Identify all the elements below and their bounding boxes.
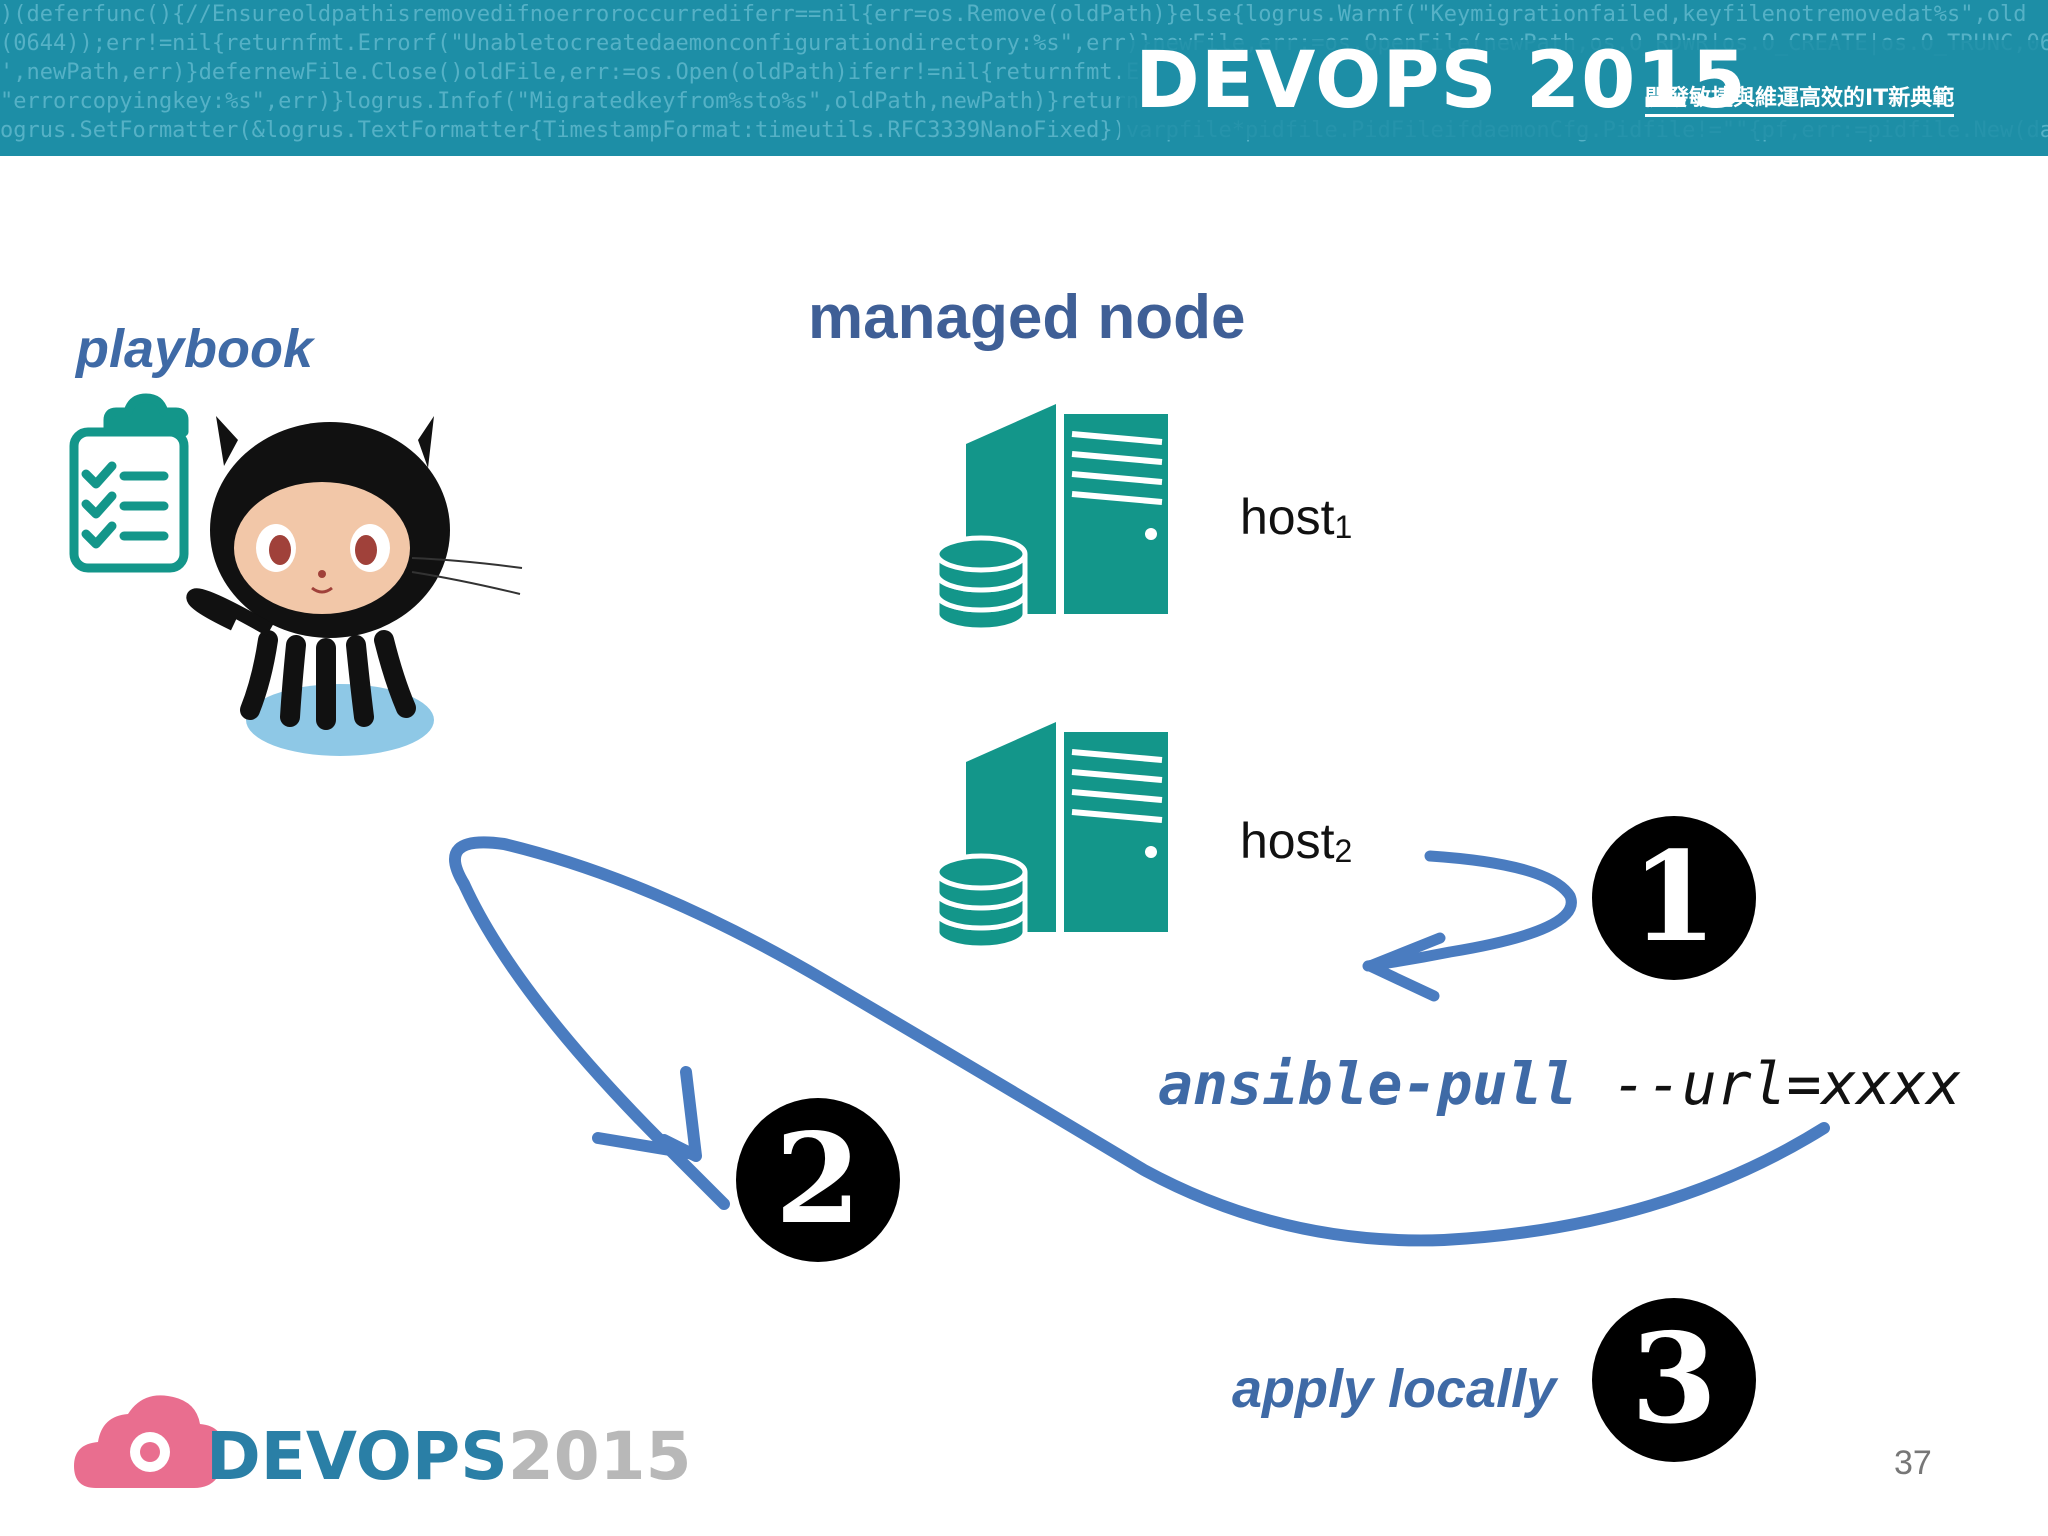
octocat-icon <box>186 416 523 756</box>
header-banner: )(deferfunc(){//Ensureoldpathisremovedif… <box>0 0 2048 156</box>
host2-text: host <box>1240 813 1335 869</box>
command-name: ansible-pull <box>1158 1050 1578 1118</box>
apply-locally-label: apply locally <box>1232 1359 1557 1419</box>
managed-node-label: managed node <box>808 283 1246 352</box>
server-database-icon <box>934 404 1168 633</box>
host1-label: host1 <box>1240 488 1352 546</box>
banner-code-line: "errorcopyingkey:%s",err)}logrus.Infof("… <box>0 89 1140 114</box>
host1-subscript: 1 <box>1334 509 1353 545</box>
banner-code-line: )(deferfunc(){//Ensureoldpathisremovedif… <box>0 2 2027 27</box>
host2-subscript: 2 <box>1334 833 1353 869</box>
banner-code-line: ',newPath,err)}defernewFile.Close()oldFi… <box>0 60 1140 85</box>
curved-arrow-icon <box>449 836 1830 1247</box>
cloud-gear-icon <box>74 1395 224 1488</box>
server-database-icon <box>934 722 1168 951</box>
host1-text: host <box>1240 489 1335 545</box>
banner-title: DEVOPS 2015 <box>1135 36 1747 126</box>
footer-brand-year: 2015 <box>507 1418 692 1495</box>
step-3-badge: 3 <box>1592 1298 1756 1462</box>
ansible-pull-command: ansible-pull --url=xxxx <box>1158 1050 1961 1118</box>
clipboard-checklist-icon <box>69 393 189 573</box>
step-1-badge: 1 <box>1592 816 1756 980</box>
command-args: --url=xxxx <box>1577 1050 1962 1118</box>
curved-arrow-icon <box>1362 850 1577 1002</box>
host2-label: host2 <box>1240 812 1352 870</box>
step-2-badge: 2 <box>736 1098 900 1262</box>
banner-subtitle: 開發敏捷與維運高效的IT新典範 <box>1645 80 1955 117</box>
page-number: 37 <box>1894 1444 1932 1482</box>
banner-title-backdrop <box>1120 40 2040 140</box>
footer-brand: DEVOPS2015 <box>206 1418 692 1495</box>
footer-brand-name: DEVOPS <box>206 1418 508 1495</box>
playbook-label: playbook <box>76 319 314 379</box>
